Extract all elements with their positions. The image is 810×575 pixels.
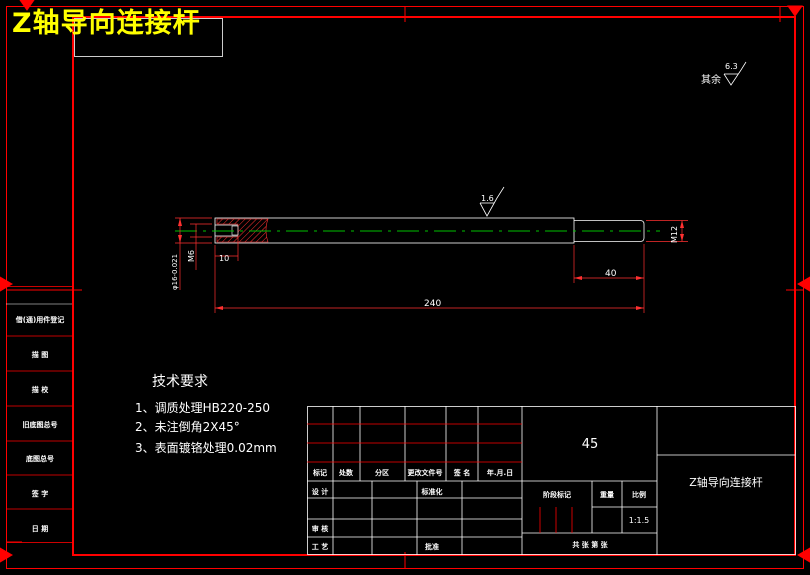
weight-label: 重量 xyxy=(600,490,614,499)
header-date: 年.月.日 xyxy=(487,468,513,477)
roughness-symbol-icon xyxy=(723,61,747,86)
approve-label: 批准 xyxy=(425,542,439,551)
side-row-4: 底图总号 xyxy=(26,454,54,463)
roughness-local-value: 1.6 xyxy=(481,194,494,203)
header-signature: 签 名 xyxy=(453,468,470,477)
dim-thread-depth: 10 xyxy=(219,254,229,263)
side-row-6: 日 期 xyxy=(32,524,48,533)
review-label: 审 核 xyxy=(312,524,328,533)
drawing-title: Z轴导向连接杆 xyxy=(12,8,201,39)
dim-main-diameter: φ16-0.021 xyxy=(171,254,179,290)
roughness-general: 其余 6.3 xyxy=(701,61,747,86)
dim-overall-length: 240 xyxy=(424,299,441,309)
tech-item-3: 3、表面镀铬处理0.02mm xyxy=(135,440,277,455)
side-table: 借(通)用件登记 描 图 描 校 旧底图总号 底图总号 签 字 日 期 xyxy=(6,286,73,543)
title-stamp-box xyxy=(74,18,223,57)
side-row-1: 描 图 xyxy=(32,350,48,359)
title-block: 45 Z轴导向连接杆 标记 处数 分区 更改文件号 签 名 年.月.日 设 计 … xyxy=(307,406,796,555)
part-name: Z轴导向连接杆 xyxy=(689,475,763,489)
side-row-3: 旧底图总号 xyxy=(23,420,58,429)
dimension-lines xyxy=(175,217,688,313)
standardization-label: 标准化 xyxy=(421,487,443,496)
technical-requirements: 技术要求 1、调质处理HB220-250 2、未注倒角2X45° 3、表面镀铬处… xyxy=(135,374,277,455)
side-row-5: 签 字 xyxy=(31,489,48,498)
header-count: 处数 xyxy=(338,468,354,477)
dim-end-diameter: M12 xyxy=(670,226,679,243)
dim-end-length: 40 xyxy=(605,269,617,279)
roughness-general-value: 6.3 xyxy=(725,62,738,71)
tech-item-2: 2、未注倒角2X45° xyxy=(135,419,240,434)
side-row-0: 借(通)用件登记 xyxy=(15,315,64,324)
roughness-local-symbol-icon xyxy=(479,186,505,217)
header-zone: 分区 xyxy=(375,468,389,477)
tech-heading: 技术要求 xyxy=(152,374,208,390)
outer-border xyxy=(6,6,804,569)
inner-border xyxy=(72,16,796,556)
tech-item-1: 1、调质处理HB220-250 xyxy=(135,401,270,415)
roughness-general-label: 其余 xyxy=(701,73,721,86)
stage-mark-label: 阶段标记 xyxy=(543,490,571,499)
shaft-end-section xyxy=(574,220,645,242)
header-change-doc: 更改文件号 xyxy=(408,468,443,477)
sheets-label: 共 张 第 张 xyxy=(572,540,608,549)
dimension-arrows-icon xyxy=(178,218,684,310)
scale-label: 比例 xyxy=(632,490,646,499)
header-mark: 标记 xyxy=(312,468,327,477)
scale-value: 1:1.5 xyxy=(629,516,650,525)
process-label: 工 艺 xyxy=(312,542,328,551)
roughness-local: 1.6 xyxy=(479,186,505,217)
side-row-2: 描 校 xyxy=(32,385,49,394)
material-value: 45 xyxy=(582,437,599,452)
dim-thread: M6 xyxy=(187,250,196,262)
design-label: 设 计 xyxy=(312,487,328,496)
